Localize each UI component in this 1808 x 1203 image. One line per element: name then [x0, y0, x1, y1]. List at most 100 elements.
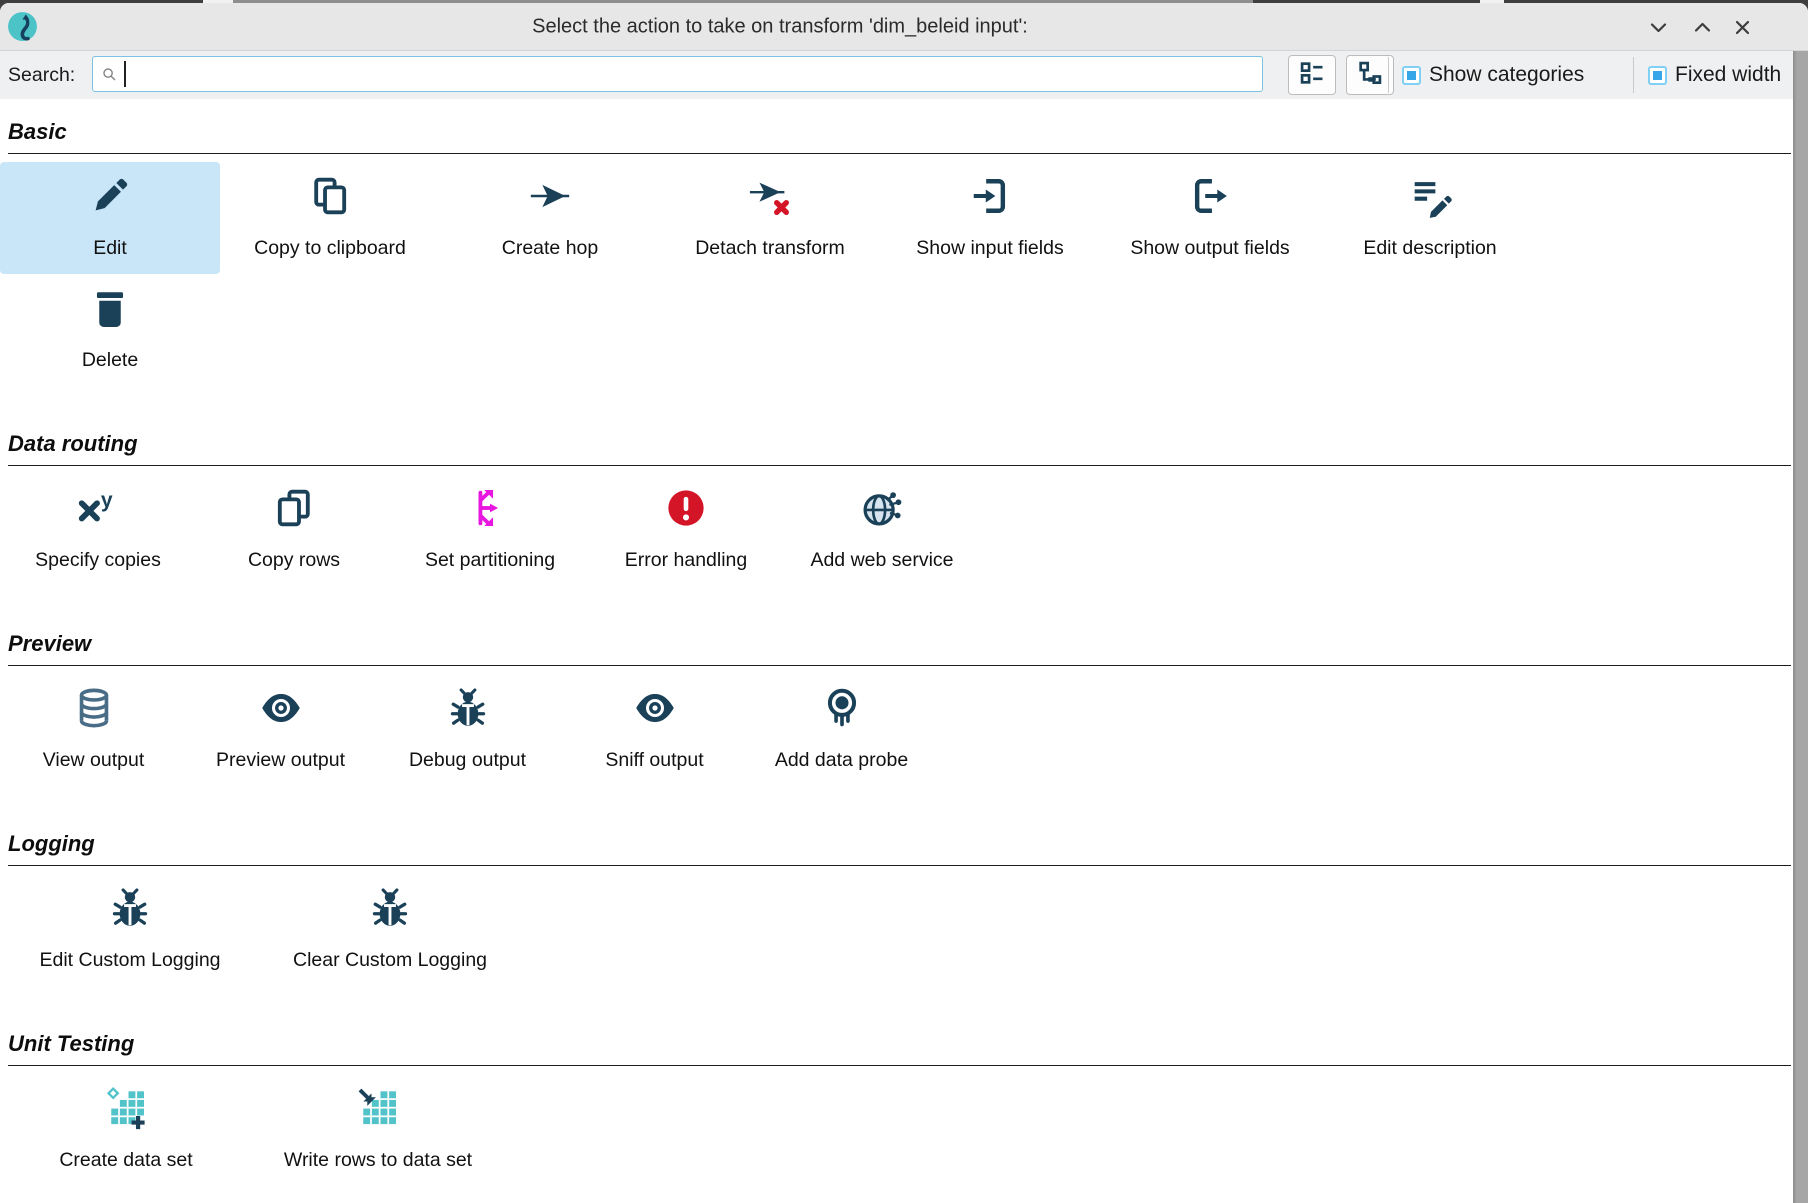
action-debug-output[interactable]: Debug output: [374, 674, 561, 786]
copy-icon: [307, 170, 353, 222]
action-create-data-set[interactable]: Create data set: [0, 1074, 252, 1186]
bug-icon: [367, 882, 413, 934]
action-label: Copy to clipboard: [254, 237, 406, 259]
hop-arrow-x-icon: [747, 170, 793, 222]
dialog-title: Select the action to take on transform '…: [532, 15, 1028, 37]
action-edit[interactable]: Edit: [0, 162, 220, 274]
desktop-edge: [233, 0, 1253, 3]
database-icon: [71, 682, 117, 734]
edit-lines-icon: [1407, 170, 1453, 222]
dataset-write-icon: [355, 1082, 401, 1134]
action-edit-custom-logging[interactable]: Edit Custom Logging: [0, 874, 260, 986]
section-title: Data routing: [8, 431, 138, 456]
section-title: Unit Testing: [8, 1031, 135, 1056]
action-label: Set partitioning: [424, 549, 556, 571]
web-globe-icon: [859, 482, 905, 534]
error-circle-icon: [663, 482, 709, 534]
close-window-button[interactable]: [1729, 14, 1756, 41]
action-label: Write rows to data set: [283, 1149, 473, 1171]
section-title: Basic: [8, 119, 67, 144]
vertical-scrollbar[interactable]: [1793, 51, 1808, 1203]
action-add-web-service[interactable]: Add web service: [784, 474, 980, 586]
action-label: Specify copies: [35, 549, 161, 571]
show-categories-label: Show categories: [1429, 63, 1585, 86]
copy-rows-icon: [271, 482, 317, 534]
input-box-icon: [967, 170, 1013, 222]
action-show-input-fields[interactable]: Show input fields: [880, 162, 1100, 274]
tree-view-button[interactable]: [1346, 55, 1394, 95]
action-dialog-window: Select the action to take on transform '…: [0, 3, 1808, 1203]
action-write-rows-to-data-set[interactable]: Write rows to data set: [252, 1074, 504, 1186]
text-caret: [124, 61, 126, 87]
eye-icon: [632, 682, 678, 734]
action-set-partitioning[interactable]: Set partitioning: [392, 474, 588, 586]
dataset-add-icon: [103, 1082, 149, 1134]
titlebar: Select the action to take on transform '…: [0, 3, 1808, 51]
fixed-width-checkbox[interactable]: [1648, 65, 1667, 85]
search-label: Search:: [8, 63, 76, 86]
hop-arrow-icon: [527, 170, 573, 222]
show-categories-checkbox[interactable]: [1402, 65, 1421, 85]
toolbar-separator: [1388, 57, 1389, 93]
action-label: Delete: [81, 349, 139, 371]
section-divider: [8, 865, 1791, 866]
eye-icon: [258, 682, 304, 734]
action-label: Clear Custom Logging: [292, 949, 488, 971]
partition-arrows-icon: [467, 482, 513, 534]
action-edit-description[interactable]: Edit description: [1320, 162, 1540, 274]
search-toolbar: Search: Show categories Fixed width: [0, 51, 1793, 99]
action-label: Show input fields: [916, 237, 1064, 259]
bug-icon: [107, 882, 153, 934]
action-clear-custom-logging[interactable]: Clear Custom Logging: [260, 874, 520, 986]
action-label: Preview output: [216, 749, 345, 771]
action-add-data-probe[interactable]: Add data probe: [748, 674, 935, 786]
action-label: Add web service: [810, 549, 954, 571]
action-label: Copy rows: [247, 549, 341, 571]
show-categories-toggle[interactable]: Show categories: [1402, 51, 1584, 99]
section-title: Logging: [8, 831, 95, 856]
action-label: Sniff output: [605, 749, 704, 771]
action-detach-transform[interactable]: Detach transform: [660, 162, 880, 274]
action-label: Error handling: [624, 549, 748, 571]
action-label: Debug output: [408, 749, 527, 771]
action-copy-rows[interactable]: Copy rows: [196, 474, 392, 586]
search-icon: [102, 67, 117, 82]
action-label: Edit description: [1363, 237, 1497, 259]
action-error-handling[interactable]: Error handling: [588, 474, 784, 586]
desktop-edge: [203, 0, 233, 3]
action-label: Edit: [93, 237, 127, 259]
output-box-icon: [1187, 170, 1233, 222]
trash-icon: [87, 282, 133, 334]
search-input[interactable]: [92, 56, 1263, 92]
section-title: Preview: [8, 631, 92, 656]
action-show-output-fields[interactable]: Show output fields: [1100, 162, 1320, 274]
bug-icon: [445, 682, 491, 734]
list-view-icon: [1298, 59, 1326, 92]
action-preview-output[interactable]: Preview output: [187, 674, 374, 786]
hop-logo-icon: [6, 10, 39, 43]
list-view-button[interactable]: [1288, 55, 1336, 95]
maximize-window-button[interactable]: [1689, 14, 1716, 41]
fixed-width-label: Fixed width: [1675, 63, 1782, 86]
fixed-width-toggle[interactable]: Fixed width: [1648, 51, 1781, 99]
action-label: Create hop: [501, 237, 599, 259]
action-label: Edit Custom Logging: [39, 949, 221, 971]
action-delete[interactable]: Delete: [0, 274, 220, 386]
action-view-output[interactable]: View output: [0, 674, 187, 786]
section-divider: [8, 153, 1791, 154]
action-label: Detach transform: [695, 237, 845, 259]
action-sniff-output[interactable]: Sniff output: [561, 674, 748, 786]
svg-text:y: y: [101, 489, 113, 512]
action-label: Add data probe: [774, 749, 909, 771]
shade-window-button[interactable]: [1645, 14, 1672, 41]
action-create-hop[interactable]: Create hop: [440, 162, 660, 274]
action-label: View output: [42, 749, 145, 771]
section-divider: [8, 1065, 1791, 1066]
action-copy-to-clipboard[interactable]: Copy to clipboard: [220, 162, 440, 274]
